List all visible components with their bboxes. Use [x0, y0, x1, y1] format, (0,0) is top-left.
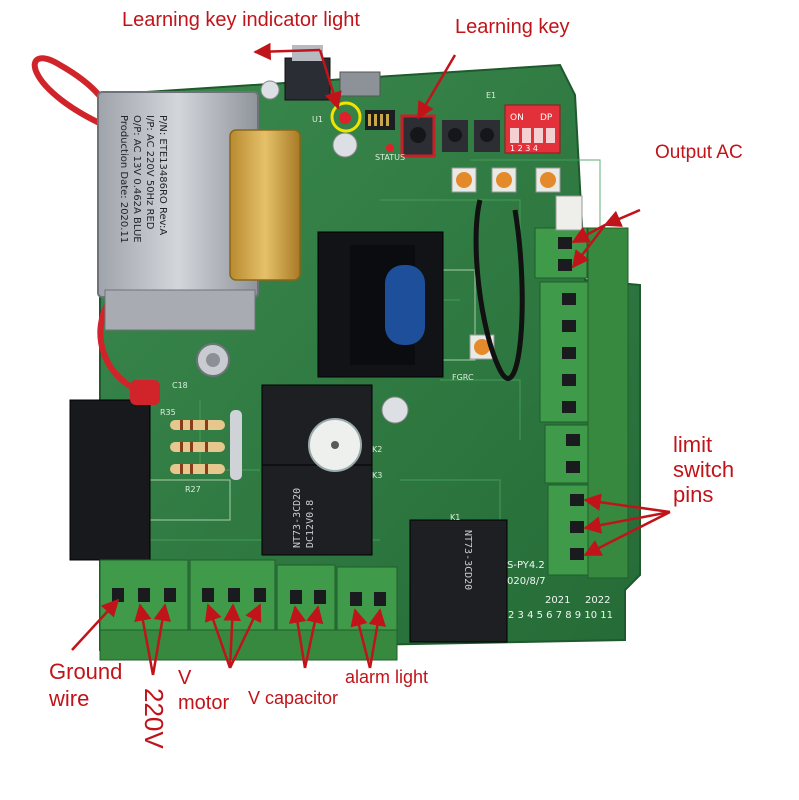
ref-status: STATUS [375, 153, 405, 162]
limit-switch-label-1: limit [673, 432, 713, 457]
resistors [170, 410, 242, 480]
ref-k3: K3 [372, 471, 382, 480]
ref-e1: E1 [486, 91, 496, 100]
learning-indicator-label: Learning key indicator light [122, 9, 360, 31]
voltage-regulator [284, 45, 381, 101]
v220-label: 220V [139, 688, 169, 749]
potentiometers [451, 167, 561, 360]
transformer-line-4: Production Date: 2020.11 [118, 115, 129, 243]
limit-switch-label-2: switch [673, 457, 735, 482]
dip-numbers: 1 2 3 4 [510, 144, 538, 153]
dip-switch: ON DP 1 2 3 4 [504, 104, 561, 154]
motor-label-2: motor [178, 692, 230, 714]
fuse-block [69, 380, 160, 561]
bottom-terminal-strip [99, 559, 398, 661]
dip-dp-label: DP [540, 113, 553, 123]
year-2021: 2021 [545, 595, 570, 606]
annotation-arrows [71, 42, 671, 676]
transformer: P/N: ETE13486RO Rev:A I/P: AC 220V 50Hz … [97, 91, 301, 377]
transformer-line-3: O/P: AC 13V 0.462A BLUE [131, 115, 142, 243]
capacitor-label: V capacitor [248, 688, 339, 708]
month-row: 2 3 4 5 6 7 8 9 10 11 [508, 610, 613, 621]
pcb-date: 020/8/7 [507, 576, 546, 587]
white-connector [555, 195, 583, 231]
ground-label-1: Ground [49, 659, 123, 684]
ref-k1: K1 [450, 513, 460, 522]
transformer-line-1: P/N: ETE13486RO Rev:A [157, 115, 168, 235]
learning-indicator-led [330, 101, 394, 152]
motor-label-1: V [178, 667, 192, 689]
limit-switch-label-3: pins [673, 482, 714, 507]
ref-fgrc: FGRC [452, 373, 474, 382]
ref-k2: K2 [372, 445, 382, 454]
capacitor-small [260, 80, 409, 424]
ic-header [365, 110, 395, 130]
ref-c18: C18 [172, 381, 188, 390]
buzzer [308, 418, 362, 472]
dip-on-label: ON [510, 113, 524, 123]
output-ac-label: Output AC [655, 142, 743, 163]
relay-label-2: DC12V0.8 [305, 500, 316, 548]
transformer-line-2: I/P: AC 220V 50Hz RED [144, 115, 155, 230]
ref-r27: R27 [185, 485, 201, 494]
small-transformer [317, 231, 444, 378]
ground-label-2: wire [49, 686, 90, 711]
pcb-model: S-PY4.2 [507, 560, 545, 571]
ref-r35: R35 [160, 408, 176, 417]
alarm-light-label: alarm light [345, 667, 429, 687]
year-2022: 2022 [585, 595, 610, 606]
relay-label-1: NT73-3CD20 [292, 488, 303, 548]
relay-label-3: NT73-3CD20 [462, 530, 473, 590]
learning-key-buttons [400, 114, 500, 158]
learning-key-label: Learning key [455, 16, 570, 38]
ref-u1: U1 [312, 115, 323, 124]
antenna-wire [473, 199, 525, 381]
